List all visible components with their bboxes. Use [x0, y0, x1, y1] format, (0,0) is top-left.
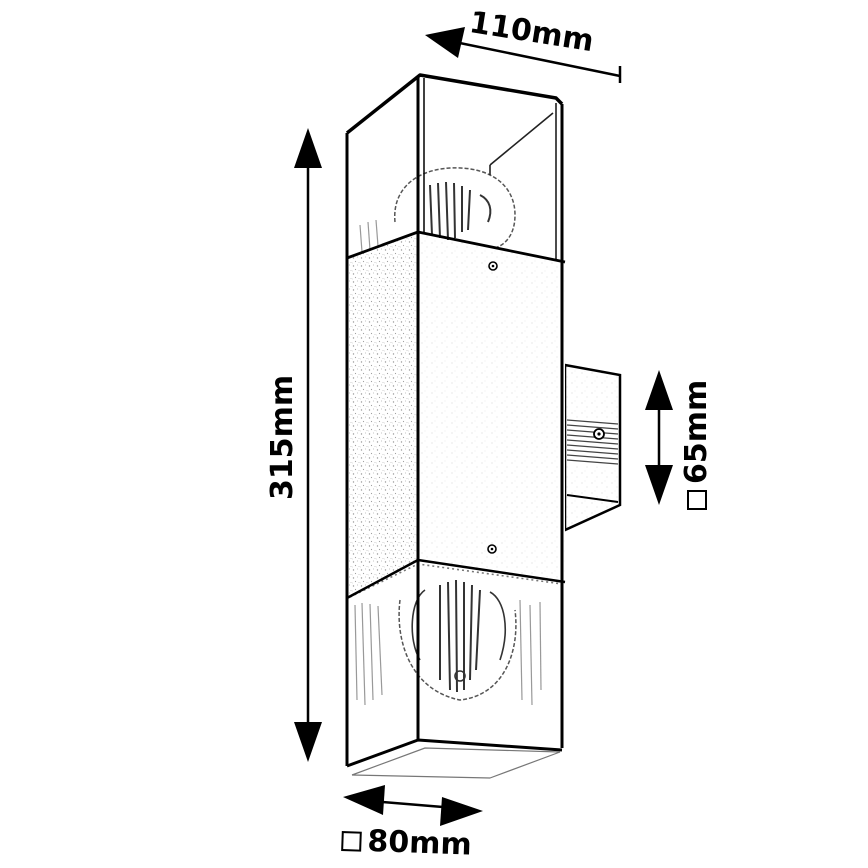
lamp-outline [345, 73, 566, 779]
dimension-width-arrow [425, 27, 622, 83]
upper-bulb-icon [394, 112, 554, 249]
dimension-bracket-arrow [645, 370, 673, 505]
square-section-icon [341, 830, 362, 852]
dimension-depth-arrow [343, 785, 483, 826]
lower-reflection-lines [354, 599, 542, 706]
dimension-height-arrow [294, 128, 322, 762]
height-value: 315mm [265, 374, 300, 500]
body-dimension-label: 80mm [341, 823, 473, 863]
upper-reflection-lines [359, 219, 379, 253]
bracket-dimension-label: 65mm [679, 379, 714, 510]
bracket-value: 65mm [679, 379, 714, 484]
height-dimension-label: 315mm [265, 374, 300, 500]
upper-glass-shade [359, 112, 554, 253]
body-value: 80mm [366, 823, 473, 863]
square-section-icon [687, 490, 707, 510]
bracket-ribs [566, 419, 619, 465]
metal-body [347, 232, 565, 598]
wall-bracket [563, 363, 622, 532]
